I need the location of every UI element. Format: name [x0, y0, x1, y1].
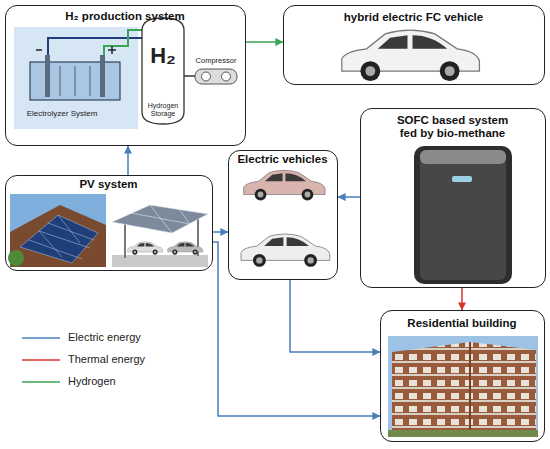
legend-line — [22, 337, 60, 339]
fc-car-image — [342, 30, 480, 81]
part-label: Electrolyzer System — [12, 110, 112, 119]
legend-text: Thermal energy — [68, 353, 145, 365]
system-box: hybrid electric FC vehicle — [283, 5, 545, 85]
box-title: Electric vehicles — [231, 153, 334, 166]
pv-house-image — [8, 194, 106, 267]
part-label: Hydrogen Storage — [138, 102, 188, 117]
system-box: SOFC based system fed by bio-methane — [360, 108, 546, 288]
system-box: Electric vehicles — [228, 150, 338, 280]
building-image — [388, 336, 538, 437]
box-title: SOFC based system fed by bio-methane — [388, 114, 518, 140]
energy-connector — [213, 231, 228, 233]
energy-connector — [127, 146, 129, 175]
legend-line — [22, 359, 60, 361]
sofc-cabinet-image — [414, 146, 512, 284]
ev-car-image — [244, 170, 325, 200]
part-label: Compressor — [188, 57, 244, 65]
box-title: H₂ production system — [8, 10, 242, 23]
box-title: PV system — [8, 178, 209, 191]
ev-car-image — [241, 234, 330, 267]
pv-carport-image — [112, 205, 208, 267]
legend-text: Electric energy — [68, 331, 141, 343]
energy-connector — [213, 242, 380, 416]
energy-connector — [290, 280, 380, 352]
energy-connector — [461, 288, 463, 310]
system-box: Residential building — [380, 310, 545, 442]
part-label: H₂ — [143, 44, 183, 68]
legend-text: Hydrogen — [68, 375, 116, 387]
box-title: hybrid electric FC vehicle — [286, 11, 541, 24]
system-box: H₂ production system — [5, 5, 246, 146]
energy-connector — [246, 41, 283, 43]
compressor-symbol — [195, 69, 237, 84]
legend-line — [22, 381, 60, 383]
system-box: PV system — [5, 175, 213, 271]
energy-connector — [338, 196, 360, 198]
box-title: Residential building — [383, 317, 541, 330]
